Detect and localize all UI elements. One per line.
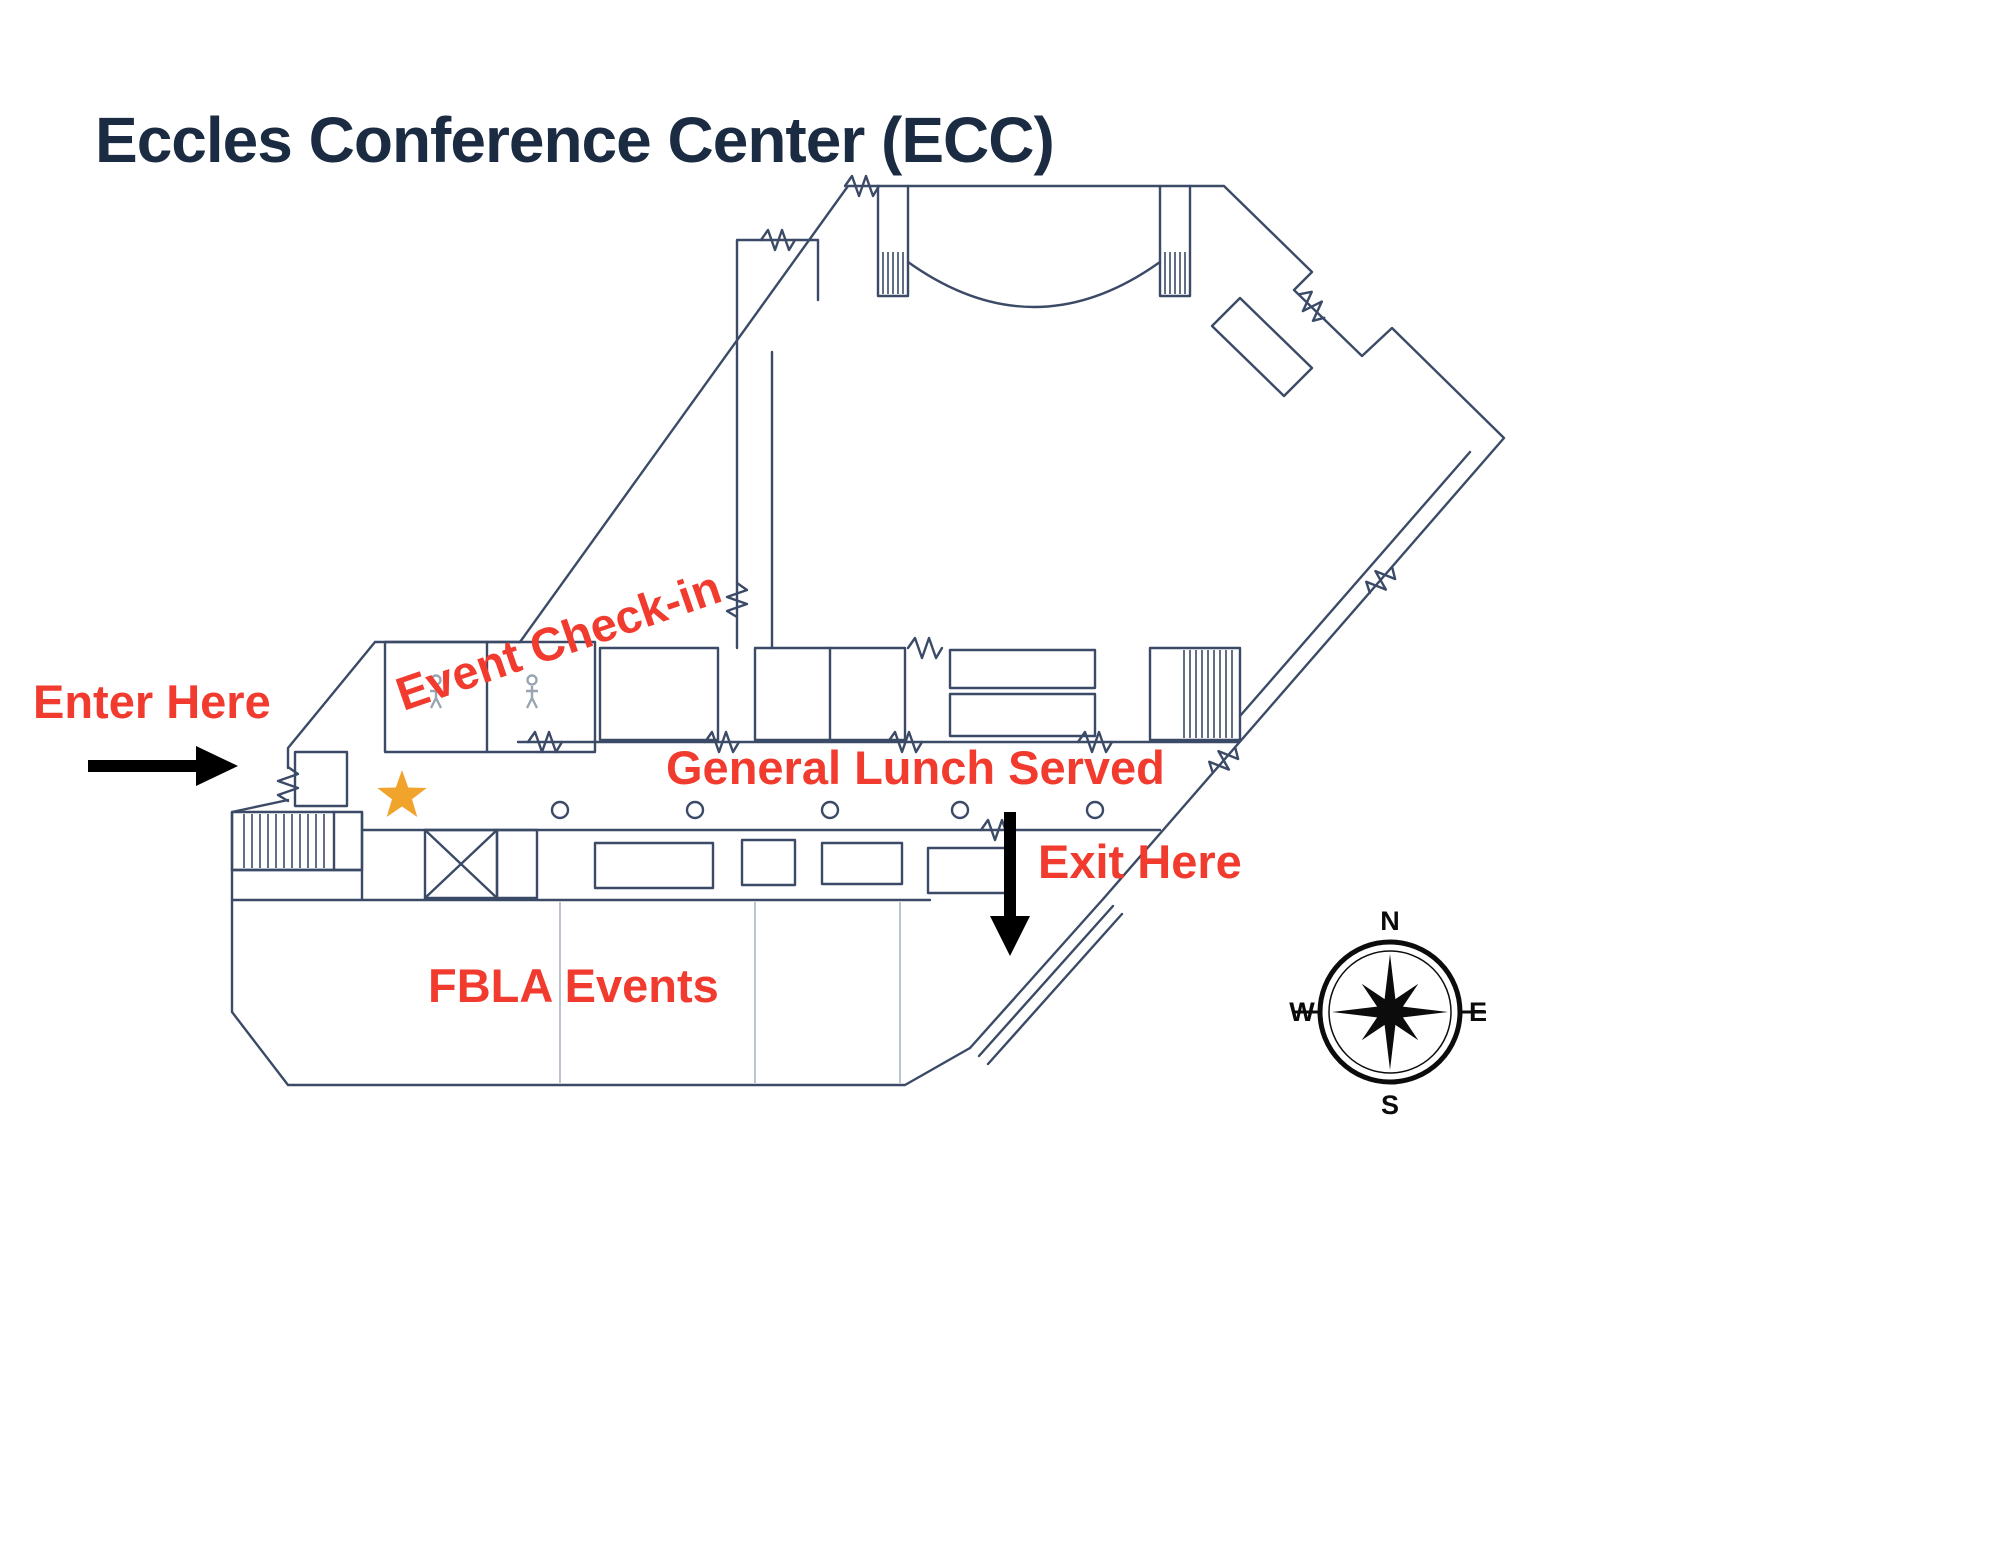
room-c <box>948 648 1097 690</box>
elevator-x <box>423 828 499 900</box>
room-d <box>948 692 1097 738</box>
stage-shaft-right <box>1158 184 1192 298</box>
restrooms <box>383 640 597 754</box>
table-row <box>593 838 1008 895</box>
compass-label-east: E <box>1469 997 1487 1027</box>
column <box>820 800 840 820</box>
door-icon <box>1365 565 1397 595</box>
door-icon <box>276 765 300 803</box>
stage-arc <box>906 260 1162 309</box>
corridor-columns <box>550 800 1105 820</box>
door-icon <box>759 228 797 252</box>
stage-shaft-right-hatch <box>1164 252 1186 294</box>
column <box>550 800 570 820</box>
compass-rose-icon: N S W E <box>1289 906 1487 1120</box>
door-icon <box>1298 290 1326 323</box>
table <box>593 841 715 890</box>
upper-hall-interior <box>735 184 1314 650</box>
service-closet <box>495 828 539 900</box>
door-icon <box>886 730 924 754</box>
table <box>820 841 904 886</box>
stairs-upper-right-hatch <box>1183 650 1233 738</box>
compass-label-north: N <box>1380 906 1400 936</box>
exit-arrow-icon <box>990 812 1030 956</box>
door-icon <box>703 730 741 754</box>
enter-here-label: Enter Here <box>33 675 271 728</box>
exit-here-label: Exit Here <box>1038 835 1242 888</box>
fbla-events-label: FBLA Events <box>428 959 719 1012</box>
door-icon <box>843 174 881 198</box>
restroom-person-icon <box>525 674 539 709</box>
enter-arrow-icon <box>88 746 238 786</box>
restroom-person-icon <box>429 674 443 709</box>
door-icon <box>725 581 749 619</box>
table <box>740 838 797 887</box>
compass-star <box>1332 954 1448 1070</box>
building-outline-upper <box>518 184 1506 900</box>
stage-shaft-left <box>876 184 910 298</box>
event-room-dividers <box>559 902 901 1083</box>
general-lunch-label: General Lunch Served <box>666 741 1165 794</box>
compass-label-west: W <box>1289 997 1315 1027</box>
column <box>950 800 970 820</box>
door-icon <box>1076 730 1114 754</box>
door-icon <box>1208 745 1240 775</box>
se-inner-wall <box>1238 450 1472 718</box>
nw-service-corridor <box>735 238 820 650</box>
page-title: Eccles Conference Center (ECC) <box>95 103 1055 176</box>
event-checkin-star-icon <box>377 770 427 817</box>
column <box>1085 800 1105 820</box>
stage-shaft-left-hatch <box>882 252 904 294</box>
ne-corner-room <box>1210 296 1314 398</box>
door-icon <box>906 636 944 660</box>
column <box>685 800 705 820</box>
middle-room-row <box>598 646 1242 742</box>
door-icon <box>526 730 564 754</box>
left-wing-walls <box>230 810 932 902</box>
entrance-vestibule <box>293 750 349 808</box>
stairs-left-hatch <box>243 814 325 868</box>
room-a <box>598 646 720 742</box>
left-wing <box>230 640 1008 1083</box>
stairs-upper-right <box>1148 646 1242 742</box>
compass-label-south: S <box>1381 1090 1399 1120</box>
table <box>926 846 1008 895</box>
exit-ramp <box>968 896 1124 1066</box>
